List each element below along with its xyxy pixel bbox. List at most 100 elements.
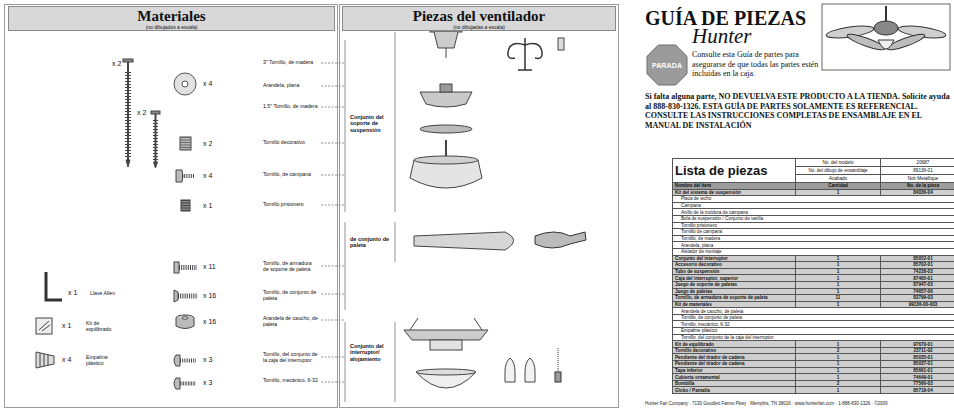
table-cell: 2 (796, 380, 881, 387)
cell-text: 1 (837, 282, 840, 287)
table-row: Arandela, plana (673, 242, 954, 249)
table-cell: Tornillo decorativo (673, 347, 796, 354)
rubber-washer-part (182, 317, 188, 319)
table-cell: 1 (796, 354, 881, 361)
node-subtitle: (no dibujados a escala) (9, 24, 334, 30)
cell-text: Aislador de montaje (681, 249, 722, 254)
table-cell: Kit de materiales (673, 301, 796, 308)
table-row: Kit de equilibrado 1 97670-01 (673, 341, 954, 348)
panel-frames-part (5, 5, 338, 408)
table-cell: 87947-03 (881, 281, 954, 288)
cell-text: 1 (837, 289, 840, 294)
leader-lines-part-part (321, 107, 344, 108)
machine-screw (174, 378, 196, 389)
cell-text: Tornillo, de armadura de soporte de pale… (675, 295, 768, 300)
table-row: Tornillo de campana (673, 229, 954, 236)
part-name: Kit de equilibrado (86, 321, 126, 333)
canopy-part (440, 84, 452, 92)
cell-text: Tornillo prisionero (681, 223, 717, 228)
table-row: Globo / Pantalla185718-04 (673, 387, 954, 394)
leader-lines-part-part (321, 357, 344, 358)
canopy-ring-part (420, 125, 472, 133)
switch-housing (404, 318, 488, 350)
table-cell: 74649-01 (881, 374, 954, 381)
canopy-screw-part (182, 174, 195, 178)
table-cell: Cantidad (796, 183, 881, 190)
cell-text: Tubo de suspensión (675, 269, 719, 274)
table-cell: 84036-04 (881, 189, 954, 196)
leader-lines-part-part (321, 175, 344, 176)
cell-text: 83799-03 (913, 295, 932, 300)
table-cell: Tornillo prisionero (673, 222, 954, 229)
cell-text: 1 (837, 355, 840, 360)
cell-text: Bola de suspensión / Conjunto de varilla (681, 216, 763, 221)
part-name: Tornillo, de armadura de soporte de pale… (263, 261, 318, 273)
cell-text: 1 (837, 342, 840, 347)
section-header: Materiales(no dibujados a escala) (8, 6, 335, 31)
part-name: Tornillo, de conjunto de paleta (263, 290, 318, 302)
table-cell: Accesorio decorativo (673, 262, 796, 269)
cell-text: Tornillo, mecánico, 6-32 (681, 322, 730, 327)
parts-list-table: Lista de piezasNo. del modelo20687No. de… (672, 158, 954, 394)
table-row: Tornillo, del conjunto de la caja del in… (673, 334, 954, 341)
blade-part (414, 232, 514, 250)
table-cell: 85661-01 (881, 367, 954, 374)
switch-screw-part (180, 359, 196, 363)
balance-kit (36, 318, 52, 334)
table-cell: 1 (796, 268, 881, 275)
table-cell: 97670-01 (881, 341, 954, 348)
cell-text: 85661-01 (913, 368, 932, 373)
table-row: Tornillo, de conjunto de paleta (673, 314, 954, 321)
pull-chain-part (558, 348, 559, 372)
cell-text: 87947-03 (913, 282, 932, 287)
table-row: Bombilla277566-03 (673, 380, 954, 387)
table-cell: Globo / Pantalla (673, 387, 796, 394)
blade-iron-screw-part (179, 265, 197, 270)
wood-screw-short-part (154, 162, 158, 168)
table-cell: 1 (796, 189, 881, 196)
table-cell: 74228-03 (881, 268, 954, 275)
table-row: Aislador de montaje (673, 248, 954, 255)
table-cell: Cubierta ornamental (673, 374, 796, 381)
cell-text: Kit de equilibrado (675, 342, 714, 347)
cell-text: Tornillo, de conjunto de paleta (681, 315, 742, 320)
bulbs-part (505, 358, 515, 382)
table-row: Tornillo, de armadura de soporte de pale… (673, 295, 954, 302)
table-row: Tornillo prisionero (673, 222, 954, 229)
table-cell: Caja del interruptor, superior (673, 275, 796, 282)
cell-text: Campana (681, 203, 701, 208)
leader-lines-part-part (321, 320, 344, 321)
table-row: Cubierta ornamental174649-01 (673, 374, 954, 381)
table-row: Tornillo decorativo223711-02 (673, 347, 954, 354)
canopy-screw (176, 170, 195, 182)
group-label: Conjunto del interruptor/ alojamiento (350, 343, 390, 362)
table-row: Campana (673, 202, 954, 209)
ceiling-plate-part (434, 32, 458, 48)
cell-text: 99136-00-003 (909, 302, 938, 307)
leader-lines-part (345, 322, 346, 402)
blade-screw (174, 290, 197, 302)
table-cell: 1 (796, 387, 881, 394)
pull-chain (555, 348, 561, 382)
cell-text: Empalme plástico (681, 328, 717, 333)
table-cell: Anillo de la moldura de campana (673, 209, 954, 216)
wood-screw-long-part (123, 59, 133, 62)
table-cell: Kit de equilibrado (673, 341, 796, 348)
panel-frames-part (340, 5, 619, 408)
table-cell: Empalme plástico (673, 328, 954, 335)
table-cell: 85035-01 (881, 354, 954, 361)
table-cell: 99136-00-003 (881, 301, 954, 308)
cell-text: 97670-01 (913, 342, 932, 347)
quantity: x 4 (203, 80, 212, 88)
table-cell: Tornillo, del conjunto de la caja del in… (673, 334, 954, 341)
switch-screw (174, 355, 196, 366)
table-row: Tapa inferior185661-01 (673, 367, 954, 374)
canopy-ring (420, 125, 472, 133)
quantity: x 1 (203, 202, 212, 210)
decorative-screw-part (180, 137, 191, 150)
cell-text: 85037-01 (913, 361, 932, 366)
quantity: x 3 (203, 356, 212, 364)
flat-washer (174, 73, 196, 95)
table-cell: 85037-01 (881, 361, 954, 368)
cell-text: Juego de paletas (675, 289, 712, 294)
